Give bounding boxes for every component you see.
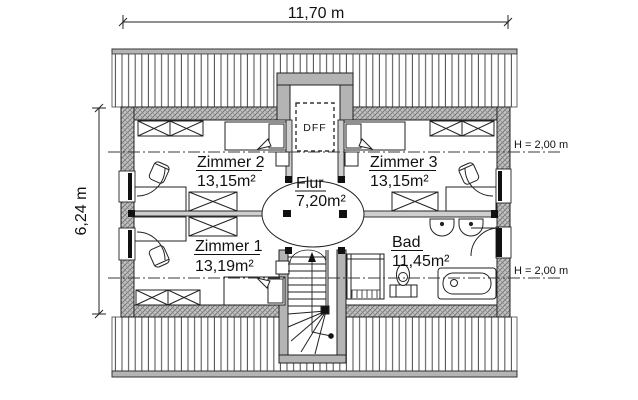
room-zimmer3-name: Zimmer 3 — [370, 154, 438, 171]
desk-chair — [458, 162, 480, 185]
room-zimmer1-area: 13,19m² — [195, 258, 254, 275]
desk — [445, 186, 497, 212]
dimension-width — [118, 15, 513, 29]
room-bad-area: 11,45m² — [392, 253, 450, 270]
zimmer2-furniture — [133, 120, 290, 212]
zimmer3-furniture — [343, 120, 497, 212]
shower — [346, 253, 385, 300]
roof-window-dff: DFF — [295, 102, 335, 152]
window-left-zimmer2 — [118, 170, 136, 203]
window-right-zimmer3 — [495, 168, 512, 204]
dimension-width-label: 11,70 m — [288, 5, 345, 22]
walk-line-arrow — [308, 252, 316, 262]
dimension-depth — [92, 103, 106, 319]
desk — [133, 186, 187, 212]
walk-line — [308, 252, 334, 339]
desk — [133, 216, 187, 242]
room-flur-name: Flur — [296, 175, 324, 192]
wall-junctions — [128, 176, 498, 254]
chair-swing-arc — [136, 231, 166, 261]
nightstand — [344, 151, 359, 167]
bathtub — [437, 267, 497, 300]
dimension-depth-label: 6,24 m — [73, 187, 90, 236]
window-left-zimmer1 — [118, 227, 136, 261]
dresser — [188, 216, 238, 237]
bad-fixtures — [346, 218, 497, 300]
bed — [343, 121, 406, 151]
dresser — [188, 191, 238, 212]
zimmer1-furniture — [133, 216, 290, 306]
room-zimmer3-area: 13,15m² — [370, 173, 429, 190]
sink — [429, 218, 455, 237]
nightstand — [275, 260, 290, 275]
room-zimmer2-name: Zimmer 2 — [197, 154, 265, 171]
wardrobe — [135, 289, 201, 306]
bed — [224, 121, 287, 151]
room-labels: Zimmer 2 13,15m² Zimmer 3 13,15m² Zimmer… — [194, 154, 450, 275]
chair-swing-arc — [464, 167, 494, 197]
height-upper-label: H = 2,00 m — [514, 139, 568, 151]
chair-swing-arc — [136, 167, 166, 197]
toilet — [389, 264, 418, 298]
wardrobe — [429, 120, 495, 137]
height-lower-label: H = 2,00 m — [514, 265, 568, 277]
room-zimmer2-area: 13,15m² — [197, 173, 256, 190]
stairs — [287, 249, 334, 355]
sink — [458, 218, 484, 237]
flur-wall-left-upper — [285, 119, 293, 183]
wardrobe — [137, 120, 204, 137]
room-flur-area: 7,20m² — [296, 193, 346, 210]
room-zimmer1-name: Zimmer 1 — [195, 238, 263, 255]
dormer — [276, 72, 354, 121]
winder-steps — [287, 310, 327, 355]
newel-post — [320, 305, 330, 315]
headroom-arc — [289, 249, 327, 264]
room-bad-name: Bad — [392, 234, 420, 251]
flur-wall-right-upper — [337, 119, 345, 183]
dresser — [391, 191, 439, 212]
bad-exterior-door — [470, 226, 512, 259]
roof-window-label: DFF — [303, 122, 326, 134]
openings — [118, 168, 512, 261]
nightstand — [275, 151, 290, 167]
desk-chair — [148, 161, 170, 184]
height-lines — [108, 151, 563, 279]
exterior-walls — [120, 106, 511, 318]
flur-door-swings — [261, 180, 365, 248]
bed — [223, 276, 286, 306]
